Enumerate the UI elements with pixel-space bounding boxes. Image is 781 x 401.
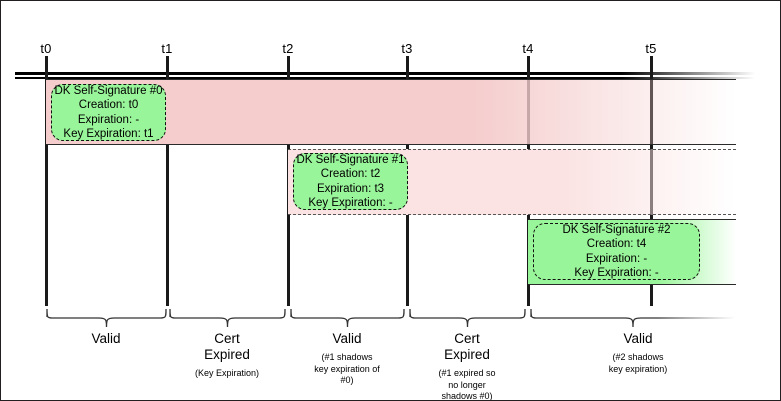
timeline-tick-label-t0: t0 <box>40 41 52 56</box>
segment-title: Cert Expired <box>444 331 490 362</box>
signature-title: DK Self-Signature #0 <box>54 84 163 97</box>
segment-note: (#1 shadows key expiration of #0) <box>314 352 380 385</box>
timeline-axis <box>15 72 755 75</box>
segment-brace-seg-0 <box>46 307 167 333</box>
segment-title: Valid <box>623 331 653 346</box>
segment-label-seg-3: Cert Expired (#1 expired so no longer sha… <box>392 331 542 401</box>
segment-label-seg-0: Valid <box>31 331 181 347</box>
timeline-tick-label-t2: t2 <box>282 41 294 56</box>
signature-creation: Creation: t0 <box>78 99 139 111</box>
timeline-tick-label-t5: t5 <box>645 41 657 56</box>
timeline-tick-label-t1: t1 <box>161 41 173 56</box>
signature-expiration: Expiration: t3 <box>316 182 385 195</box>
segment-brace-seg-1 <box>169 307 286 333</box>
segment-note: (Key Expiration) <box>194 368 260 378</box>
timeline-tick-t0 <box>45 56 48 306</box>
timeline-tick-label-t4: t4 <box>522 41 534 56</box>
signature-creation: Creation: t2 <box>320 168 381 180</box>
signature-key-expiration: Key Expiration: - <box>574 267 659 279</box>
signature-expiration: Expiration: - <box>77 113 140 126</box>
segment-title: Valid <box>332 331 362 346</box>
segment-note: (#2 shadows key expiration) <box>608 352 668 374</box>
segment-brace-seg-4 <box>530 307 736 333</box>
segment-label-seg-2: Valid (#1 shadows key expiration of #0) <box>272 331 422 387</box>
timeline-axis-shadow <box>15 77 755 79</box>
signature-box-sig-2: DK Self-Signature #2 Creation: t4 Expirati… <box>533 223 700 280</box>
segment-brace-seg-3 <box>409 307 526 333</box>
segment-brace-seg-2 <box>290 307 405 333</box>
segment-label-seg-4: Valid (#2 shadows key expiration) <box>563 331 713 375</box>
timeline-tick-label-t3: t3 <box>401 41 413 56</box>
segment-title: Cert Expired <box>204 331 250 362</box>
segment-title: Valid <box>91 331 121 346</box>
signature-key-expiration: Key Expiration: t1 <box>63 128 154 140</box>
segment-note: (#1 expired so no longer shadows #0) <box>438 368 496 401</box>
signature-expiration: Expiration: - <box>585 252 648 265</box>
signature-title: DK Self-Signature #2 <box>562 223 671 236</box>
signature-box-sig-0: DK Self-Signature #0 Creation: t0 Expirati… <box>51 84 166 141</box>
signature-title: DK Self-Signature #1 <box>296 153 405 166</box>
signature-key-expiration: Key Expiration: - <box>308 197 393 209</box>
signature-creation: Creation: t4 <box>586 238 647 250</box>
signature-box-sig-1: DK Self-Signature #1 Creation: t2 Expirati… <box>293 153 408 210</box>
timeline-tick-t1 <box>166 56 169 306</box>
segment-label-seg-1: Cert Expired (Key Expiration) <box>152 331 302 380</box>
